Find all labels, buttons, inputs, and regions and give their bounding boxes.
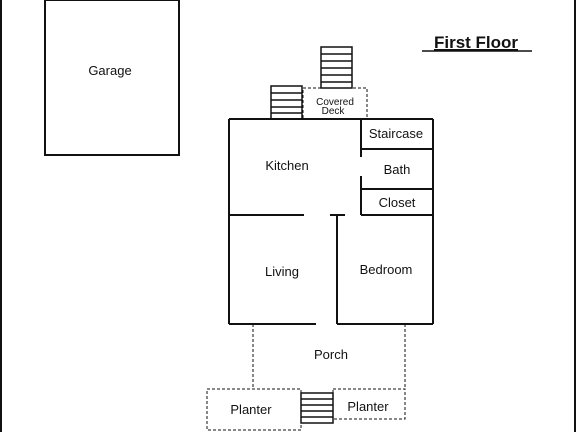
label-garage: Garage [88,63,131,78]
label-bedroom: Bedroom [360,262,413,277]
planter-right-outline [332,388,406,420]
label-planter-left: Planter [230,402,272,417]
label-staircase: Staircase [369,126,423,141]
label-bath: Bath [384,162,411,177]
label-covered-deck-1: Covered [316,97,354,108]
label-kitchen: Kitchen [265,158,308,173]
label-planter-right: Planter [347,399,389,414]
planter-left-outline [206,388,302,431]
rear-stairs-top [320,46,353,89]
front-stairs [300,392,334,424]
rear-stairs-left [270,85,303,120]
label-covered-deck-2: Deck [322,106,346,117]
label-porch: Porch [314,347,348,362]
page-title: First Floor [434,33,518,52]
garage-outline [44,0,180,156]
label-living: Living [265,264,299,279]
label-closet: Closet [379,195,416,210]
